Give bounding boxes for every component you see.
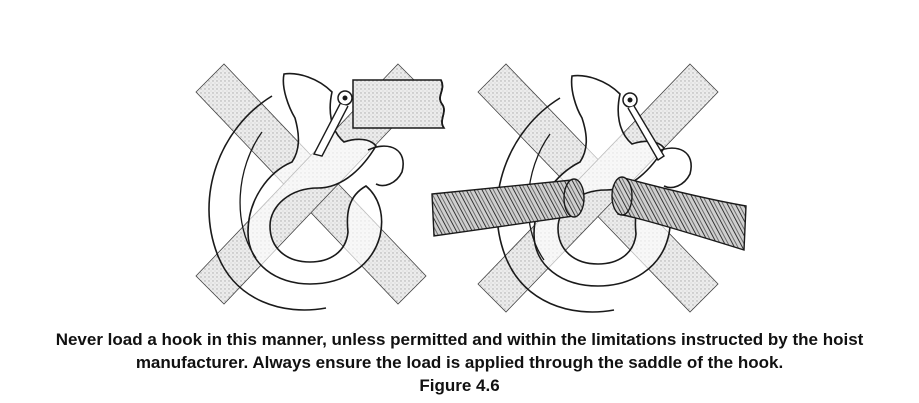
figure-label: Figure 4.6 (419, 376, 500, 395)
caption-line-1: Never load a hook in this manner, unless… (55, 330, 864, 349)
wire-rope-right (617, 177, 747, 251)
latch-pin (627, 97, 633, 103)
hook-right-latch (627, 105, 665, 161)
figure-caption: Never load a hook in this manner, unless… (0, 328, 919, 397)
wire-rope-left-end (563, 178, 585, 218)
figure-illustration (195, 63, 747, 313)
latch-pin (342, 95, 348, 101)
caption-line-2: manufacturer. Always ensure the load is … (135, 353, 784, 372)
hook-left-outer-arc (208, 95, 327, 311)
hook-left-body (247, 72, 383, 285)
hook-left-latch (312, 103, 349, 157)
wire-rope-right-end (611, 176, 633, 216)
hook-left-inner-arc (239, 131, 263, 259)
right-hook-diagram (431, 63, 747, 313)
block-load-left (352, 79, 446, 129)
left-hook-diagram (195, 63, 446, 311)
block-break-line (439, 79, 445, 129)
hook-right-outer-arc (496, 97, 615, 313)
hook-right-tip (655, 147, 692, 189)
hook-left-tip (367, 145, 404, 187)
